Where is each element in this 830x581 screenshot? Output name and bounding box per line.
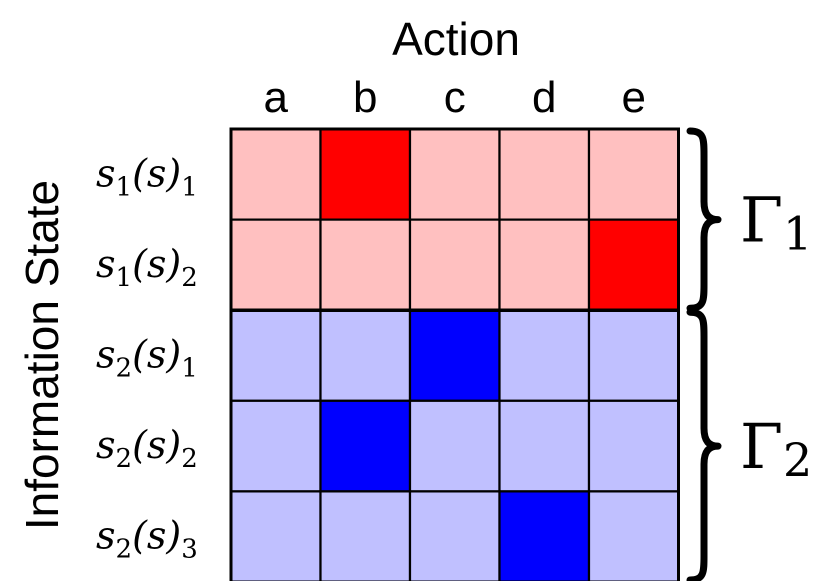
state-action-grid <box>229 127 680 581</box>
cell-4-a <box>229 399 322 493</box>
cell-1-e <box>587 127 680 221</box>
state-label-3: s2(s)1 <box>96 333 198 384</box>
group-label-1: Γ1 <box>740 184 812 261</box>
cell-4-c <box>408 399 501 493</box>
x-axis-title: Action <box>392 13 520 65</box>
group-brace-2 <box>686 308 722 581</box>
cell-2-c <box>408 218 501 312</box>
cell-5-a <box>229 490 322 581</box>
cell-3-d <box>498 309 591 402</box>
state-label-2: s1(s)2 <box>96 242 198 293</box>
cell-4-d <box>498 399 591 493</box>
cell-5-c <box>408 490 501 581</box>
state-labels: s1(s)1 s1(s)2 s2(s)1 s2(s)2 s2(s)3 <box>96 151 198 564</box>
cell-2-a <box>229 218 322 312</box>
cell-5-b <box>319 490 412 581</box>
cell-2-e-selected <box>587 218 680 312</box>
cell-3-c-selected <box>408 309 501 402</box>
cell-1-d <box>498 127 591 221</box>
state-label-5: s2(s)3 <box>96 514 198 565</box>
action-label-a: a <box>264 73 289 122</box>
cell-1-a <box>229 127 322 221</box>
group-brace-1 <box>686 127 722 312</box>
cell-5-d-selected <box>498 490 591 581</box>
action-label-e: e <box>622 73 646 122</box>
cell-2-b <box>319 218 412 312</box>
cell-3-e <box>587 309 680 402</box>
action-labels: a b c d e <box>264 73 646 122</box>
cell-4-b-selected <box>319 399 412 493</box>
cell-5-e <box>587 490 680 581</box>
cell-4-e <box>587 399 680 493</box>
y-axis-title: Information State <box>16 180 68 530</box>
cell-2-d <box>498 218 591 312</box>
state-label-4: s2(s)2 <box>96 423 198 474</box>
cell-1-b-selected <box>319 127 412 221</box>
action-label-b: b <box>353 73 377 122</box>
cell-3-a <box>229 309 322 402</box>
action-label-d: d <box>532 73 556 122</box>
cell-1-c <box>408 127 501 221</box>
state-label-1: s1(s)1 <box>96 151 198 202</box>
group-label-2: Γ2 <box>740 410 812 487</box>
grid-border <box>229 127 680 581</box>
cell-3-b <box>319 309 412 402</box>
action-label-c: c <box>444 73 466 122</box>
